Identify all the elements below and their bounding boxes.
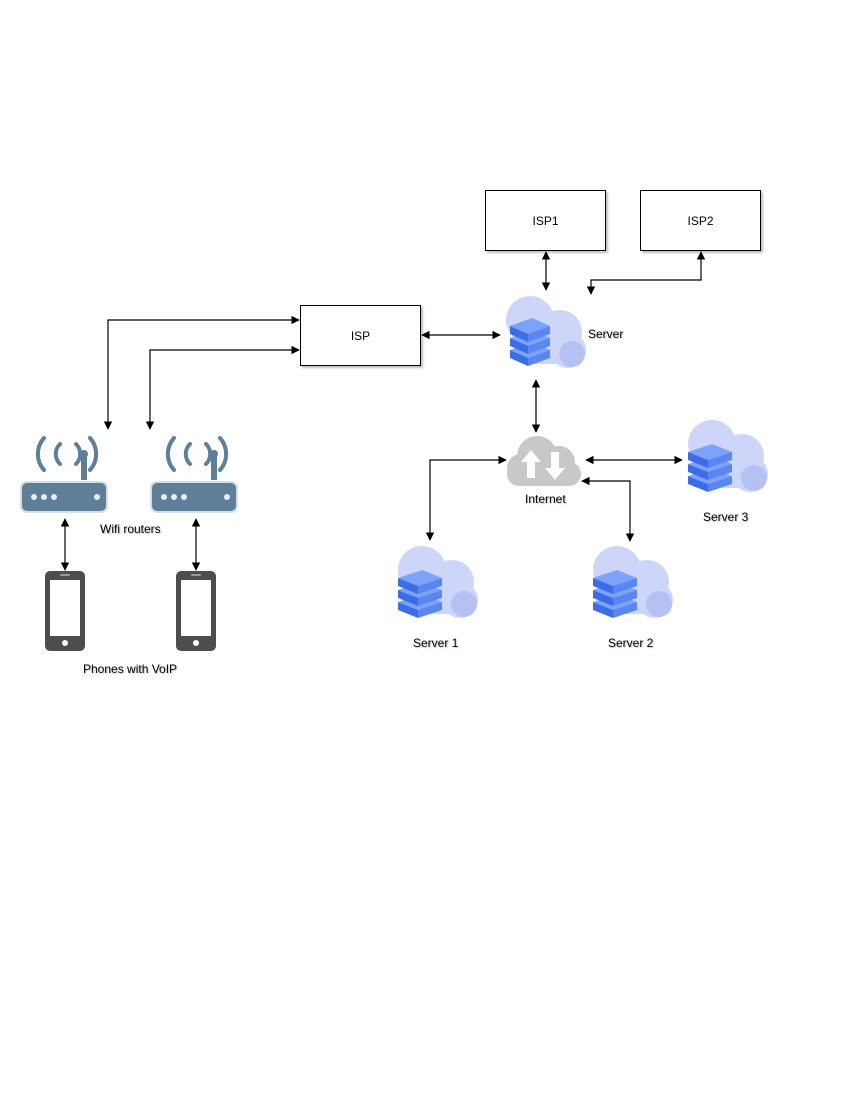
edge-router1-isp — [103, 315, 300, 430]
isp-label: ISP — [350, 328, 371, 343]
isp1-box[interactable]: ISP1 — [485, 190, 606, 251]
server-cloud-icon[interactable] — [500, 290, 590, 380]
isp-box[interactable]: ISP — [300, 305, 421, 366]
edge-isp2-server — [586, 251, 706, 295]
internet-label: Internet — [525, 492, 566, 506]
wifi-routers-label: Wifi routers — [100, 522, 161, 536]
isp1-label: ISP1 — [532, 213, 559, 228]
server-cloud-icon[interactable] — [682, 414, 772, 504]
isp2-box[interactable]: ISP2 — [640, 190, 761, 251]
edge-internet-server2 — [581, 476, 635, 542]
phones-label: Phones with VoIP — [83, 662, 178, 676]
internet-cloud-icon[interactable] — [503, 432, 585, 488]
wifi-router-icon[interactable] — [20, 436, 110, 516]
server-cloud-icon[interactable] — [587, 540, 677, 630]
smartphone-icon[interactable] — [175, 570, 217, 652]
server3-label: Server 3 — [703, 510, 749, 524]
server2-label: Server 2 — [608, 636, 654, 650]
server1-label: Server 1 — [413, 636, 459, 650]
smartphone-icon[interactable] — [44, 570, 86, 652]
server-cloud-icon[interactable] — [392, 540, 482, 630]
server-label: Server — [588, 327, 624, 341]
edge-router2-isp — [145, 345, 300, 430]
edge-internet-server1 — [425, 455, 507, 541]
isp2-label: ISP2 — [687, 213, 714, 228]
wifi-router-icon[interactable] — [150, 436, 240, 516]
